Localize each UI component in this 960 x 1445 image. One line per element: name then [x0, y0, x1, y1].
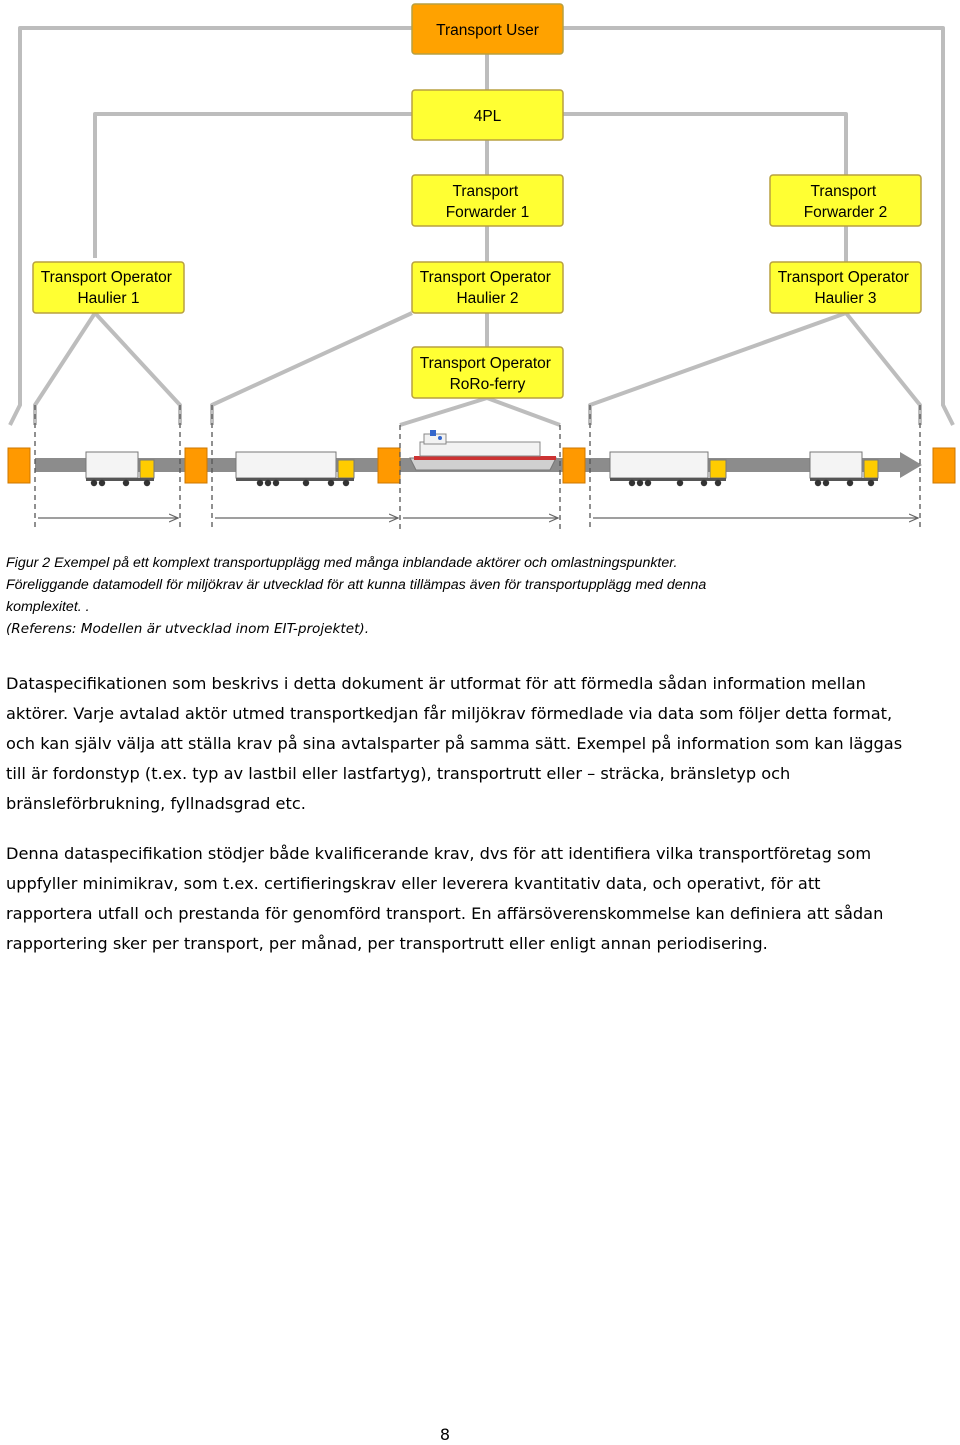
- paragraph-1: Dataspecifikationen som beskrivs i detta…: [6, 674, 903, 813]
- box-haulier-2-label: Transport Operator Haulier 2: [420, 269, 556, 307]
- box-roro-ferry: Transport Operator RoRo-ferry: [411, 346, 564, 399]
- segment-dividers: [34, 405, 921, 530]
- box-transport-user: Transport User: [411, 3, 564, 55]
- box-haulier-2: Transport Operator Haulier 2: [411, 261, 564, 314]
- box-haulier-1-label: Transport Operator Haulier 1: [41, 269, 177, 307]
- ferry-icon: [409, 430, 557, 471]
- terminal-icons: [7, 447, 956, 484]
- terminal-icon: [184, 447, 208, 484]
- truck-icon: [609, 451, 727, 487]
- box-forwarder-1-label: Transport Forwarder 1: [446, 183, 530, 221]
- terminal-icon: [377, 447, 401, 484]
- box-transport-user-label: Transport User: [436, 22, 539, 39]
- box-transport-forwarder-2: Transport Forwarder 2: [769, 174, 922, 227]
- box-forwarder-2-label: Transport Forwarder 2: [804, 183, 888, 221]
- box-4pl-label: 4PL: [474, 108, 502, 125]
- terminal-icon: [7, 447, 31, 484]
- box-roro-ferry-label: Transport Operator RoRo-ferry: [420, 355, 556, 393]
- transport-chain-diagram: Transport User 4PL Transport Forwarder 1…: [7, 3, 956, 530]
- caption-line-2: Föreliggande datamodell för miljökrav är…: [6, 577, 707, 593]
- truck-icon: [85, 451, 155, 487]
- box-haulier-3-label: Transport Operator Haulier 3: [778, 269, 914, 307]
- box-haulier-1: Transport Operator Haulier 1: [32, 261, 185, 314]
- caption-reference: (Referens: Modellen är utvecklad inom EI…: [6, 621, 370, 637]
- box-haulier-3: Transport Operator Haulier 3: [769, 261, 922, 314]
- caption-line-3: komplexitet. .: [6, 599, 90, 615]
- truck-icon: [809, 451, 879, 487]
- figure-caption: Figur 2 Exempel på ett komplext transpor…: [6, 552, 906, 640]
- body-text: Dataspecifikationen som beskrivs i detta…: [6, 669, 906, 979]
- terminal-icon: [932, 447, 956, 484]
- paragraph-2: Denna dataspecifikation stödjer både kva…: [6, 844, 884, 953]
- box-4pl: 4PL: [411, 89, 564, 141]
- box-transport-forwarder-1: Transport Forwarder 1: [411, 174, 564, 227]
- page-number: 8: [439, 1425, 451, 1444]
- truck-icon: [235, 451, 355, 487]
- terminal-icon: [562, 447, 586, 484]
- caption-line-1: Figur 2 Exempel på ett komplext transpor…: [6, 555, 678, 571]
